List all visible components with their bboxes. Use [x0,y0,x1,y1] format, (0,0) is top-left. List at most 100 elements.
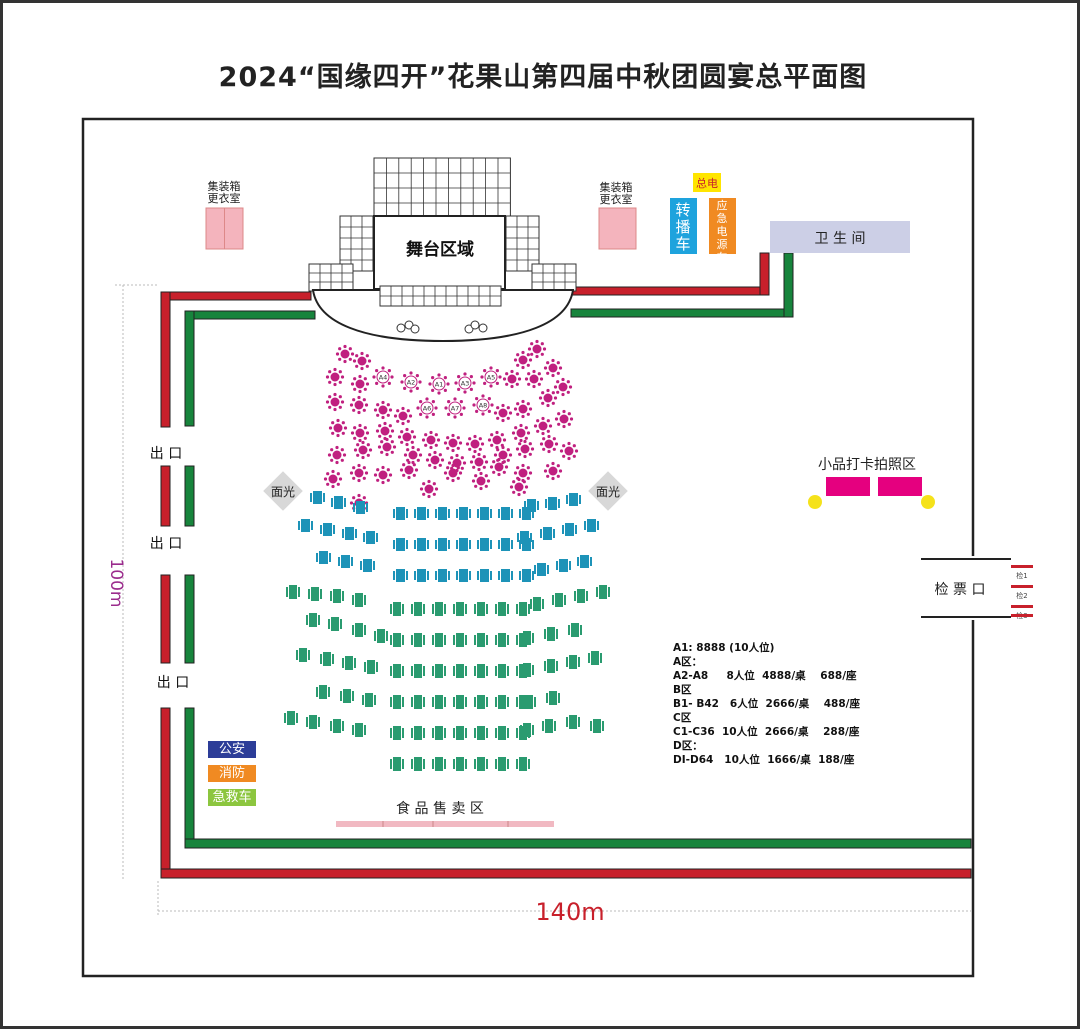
round-table-seat [540,342,544,346]
round-table-seat [506,406,510,410]
round-table-seat [567,422,571,426]
b-table-seat [511,540,513,549]
c-table [520,663,534,677]
b-table-seat [477,509,479,518]
vip-table-seat [443,376,447,380]
d-table-top [393,695,401,709]
vip-table-label: A3 [461,380,470,388]
b-table-top [438,569,447,582]
round-table-seat [356,453,360,457]
round-table-seat [512,490,516,494]
round-table-seat [482,465,486,469]
round-table-seat [336,433,340,438]
d-table-seat [528,604,530,614]
round-table [533,416,553,436]
b-table-top [565,523,574,536]
round-table-seat [340,448,344,452]
c-table-top [287,711,295,725]
c-table-seat [558,693,560,703]
b-table-top [341,555,350,568]
round-table-seat [477,467,481,472]
c-table [574,589,588,603]
round-table-seat [460,466,464,470]
round-table-seat [366,443,370,447]
d-table-seat [507,666,509,676]
round-table-seat [385,437,389,442]
b-table-seat [373,561,375,570]
c-table-top [549,691,557,705]
round-table-seat [363,436,367,440]
round-table-seat [386,403,390,407]
round-table-seat [502,460,506,464]
round-table-seat [455,453,459,458]
round-table-top [548,363,558,373]
d-table-seat [453,697,455,707]
b-table [517,531,532,544]
round-table-seat [504,465,509,469]
vip-table-seat [434,406,438,410]
b-table-seat [376,533,378,542]
c-table [362,693,376,707]
round-table-seat [366,453,370,457]
d-table-seat [402,759,404,769]
round-table-seat [360,366,364,371]
round-table-seat [517,492,521,497]
round-table-seat [350,431,355,435]
d-table-seat [432,697,434,707]
round-table-seat [338,347,342,351]
c-table-seat [534,697,536,707]
b-table-seat [477,571,479,580]
round-table [524,369,544,389]
vip-table-seat [462,406,466,410]
gate-lane-line [1011,605,1033,608]
round-table [393,406,413,426]
b-table-seat [448,509,450,518]
round-table-top [548,466,558,476]
b-table-seat [344,498,346,507]
b-table-seat [393,571,395,580]
round-table-seat [542,347,547,351]
b-table-top [527,499,536,512]
round-table-seat [471,479,476,483]
fire-badge: 消防 [208,765,256,782]
vip-table-seat [416,406,420,410]
b-table-seat [329,553,331,562]
b-table-seat [333,525,335,534]
round-table-top [532,344,542,354]
round-table-seat [536,429,540,433]
d-table-seat [486,697,488,707]
c-table-top [523,631,531,645]
round-table-seat [355,354,359,358]
round-table-seat [553,385,558,389]
c-table-seat [566,717,568,727]
fence-red [160,291,171,428]
round-table-seat [551,476,555,481]
round-table-seat [553,396,558,400]
round-table [539,434,559,454]
vip-table-seat [381,366,385,370]
vip-table-seat [475,397,479,401]
vip-table-ring [376,370,390,384]
round-table-seat [528,407,533,411]
vip-table-seat [457,375,461,379]
round-table-seat [388,424,392,428]
round-table-seat [362,496,366,500]
round-table-seat [386,468,390,472]
round-table-seat [524,377,529,381]
round-table-seat [390,450,394,454]
round-table-seat [432,492,436,496]
round-table-seat [562,444,566,448]
round-table [335,344,355,364]
round-table-seat [397,435,402,439]
b-table-top [301,519,310,532]
d-table [495,633,509,647]
d-table [411,695,425,709]
round-table-seat [388,473,393,477]
round-table-seat [516,466,520,470]
c-table-seat [328,687,330,697]
round-table [403,445,423,465]
round-table-seat [559,449,564,453]
d-table-top [414,664,422,678]
round-table-seat [523,454,527,459]
